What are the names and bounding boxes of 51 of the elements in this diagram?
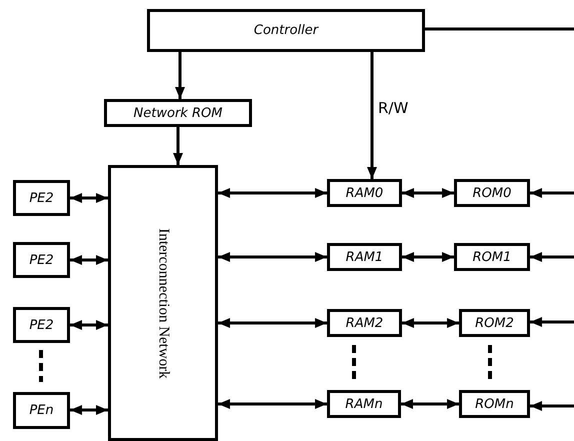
node-label: ROM2: [475, 316, 514, 330]
node-label: RAMn: [345, 398, 383, 410]
memory-box: [454, 243, 530, 271]
arrow: [70, 320, 108, 330]
arrow: [367, 52, 377, 179]
arrow: [530, 317, 574, 327]
memory-box: [327, 243, 402, 271]
node-label: ROMn: [475, 398, 514, 410]
arrow: [218, 399, 327, 409]
memory-box: [327, 309, 402, 337]
node-label: RAM0: [346, 186, 384, 200]
process-box: [13, 180, 70, 216]
process-box: [104, 99, 252, 127]
arrow: [173, 127, 183, 165]
arrow: [70, 405, 108, 415]
node-label: ROM1: [472, 250, 512, 264]
node-label: Interconnection Network: [154, 228, 172, 378]
arrow: [530, 252, 574, 262]
memory-box: [327, 390, 401, 418]
node-label: RAM1: [346, 250, 384, 264]
arrow: [70, 193, 108, 203]
arrow: [401, 399, 459, 409]
memory-box: [459, 309, 530, 337]
arrow: [175, 52, 185, 99]
arrow: [218, 318, 327, 328]
process-box: [13, 307, 70, 343]
node-label: PE2: [29, 318, 54, 332]
node-label: PEn: [29, 404, 54, 417]
arrow: [218, 188, 327, 198]
arrow: [70, 255, 108, 265]
process-box: [13, 392, 70, 429]
node-label: RAM2: [346, 316, 384, 330]
memory-box: [454, 179, 530, 207]
node-label: PE2: [29, 254, 54, 266]
process-box: [13, 242, 70, 278]
node-label: Controller: [254, 24, 318, 37]
node-label: Network ROM: [134, 106, 222, 120]
edge-label: R/W: [377, 100, 410, 117]
network-box: [108, 165, 218, 441]
memory-box: [459, 390, 530, 418]
arrow: [402, 318, 459, 328]
arrow: [530, 401, 574, 411]
controller-box: [147, 9, 425, 52]
arrow: [530, 188, 574, 198]
arrow: [218, 252, 327, 262]
node-label: PE2: [29, 192, 54, 204]
arrow: [402, 252, 454, 262]
node-label: ROM0: [472, 186, 512, 200]
arrow: [402, 188, 454, 198]
memory-box: [327, 179, 402, 207]
connector-line: [425, 28, 574, 30]
